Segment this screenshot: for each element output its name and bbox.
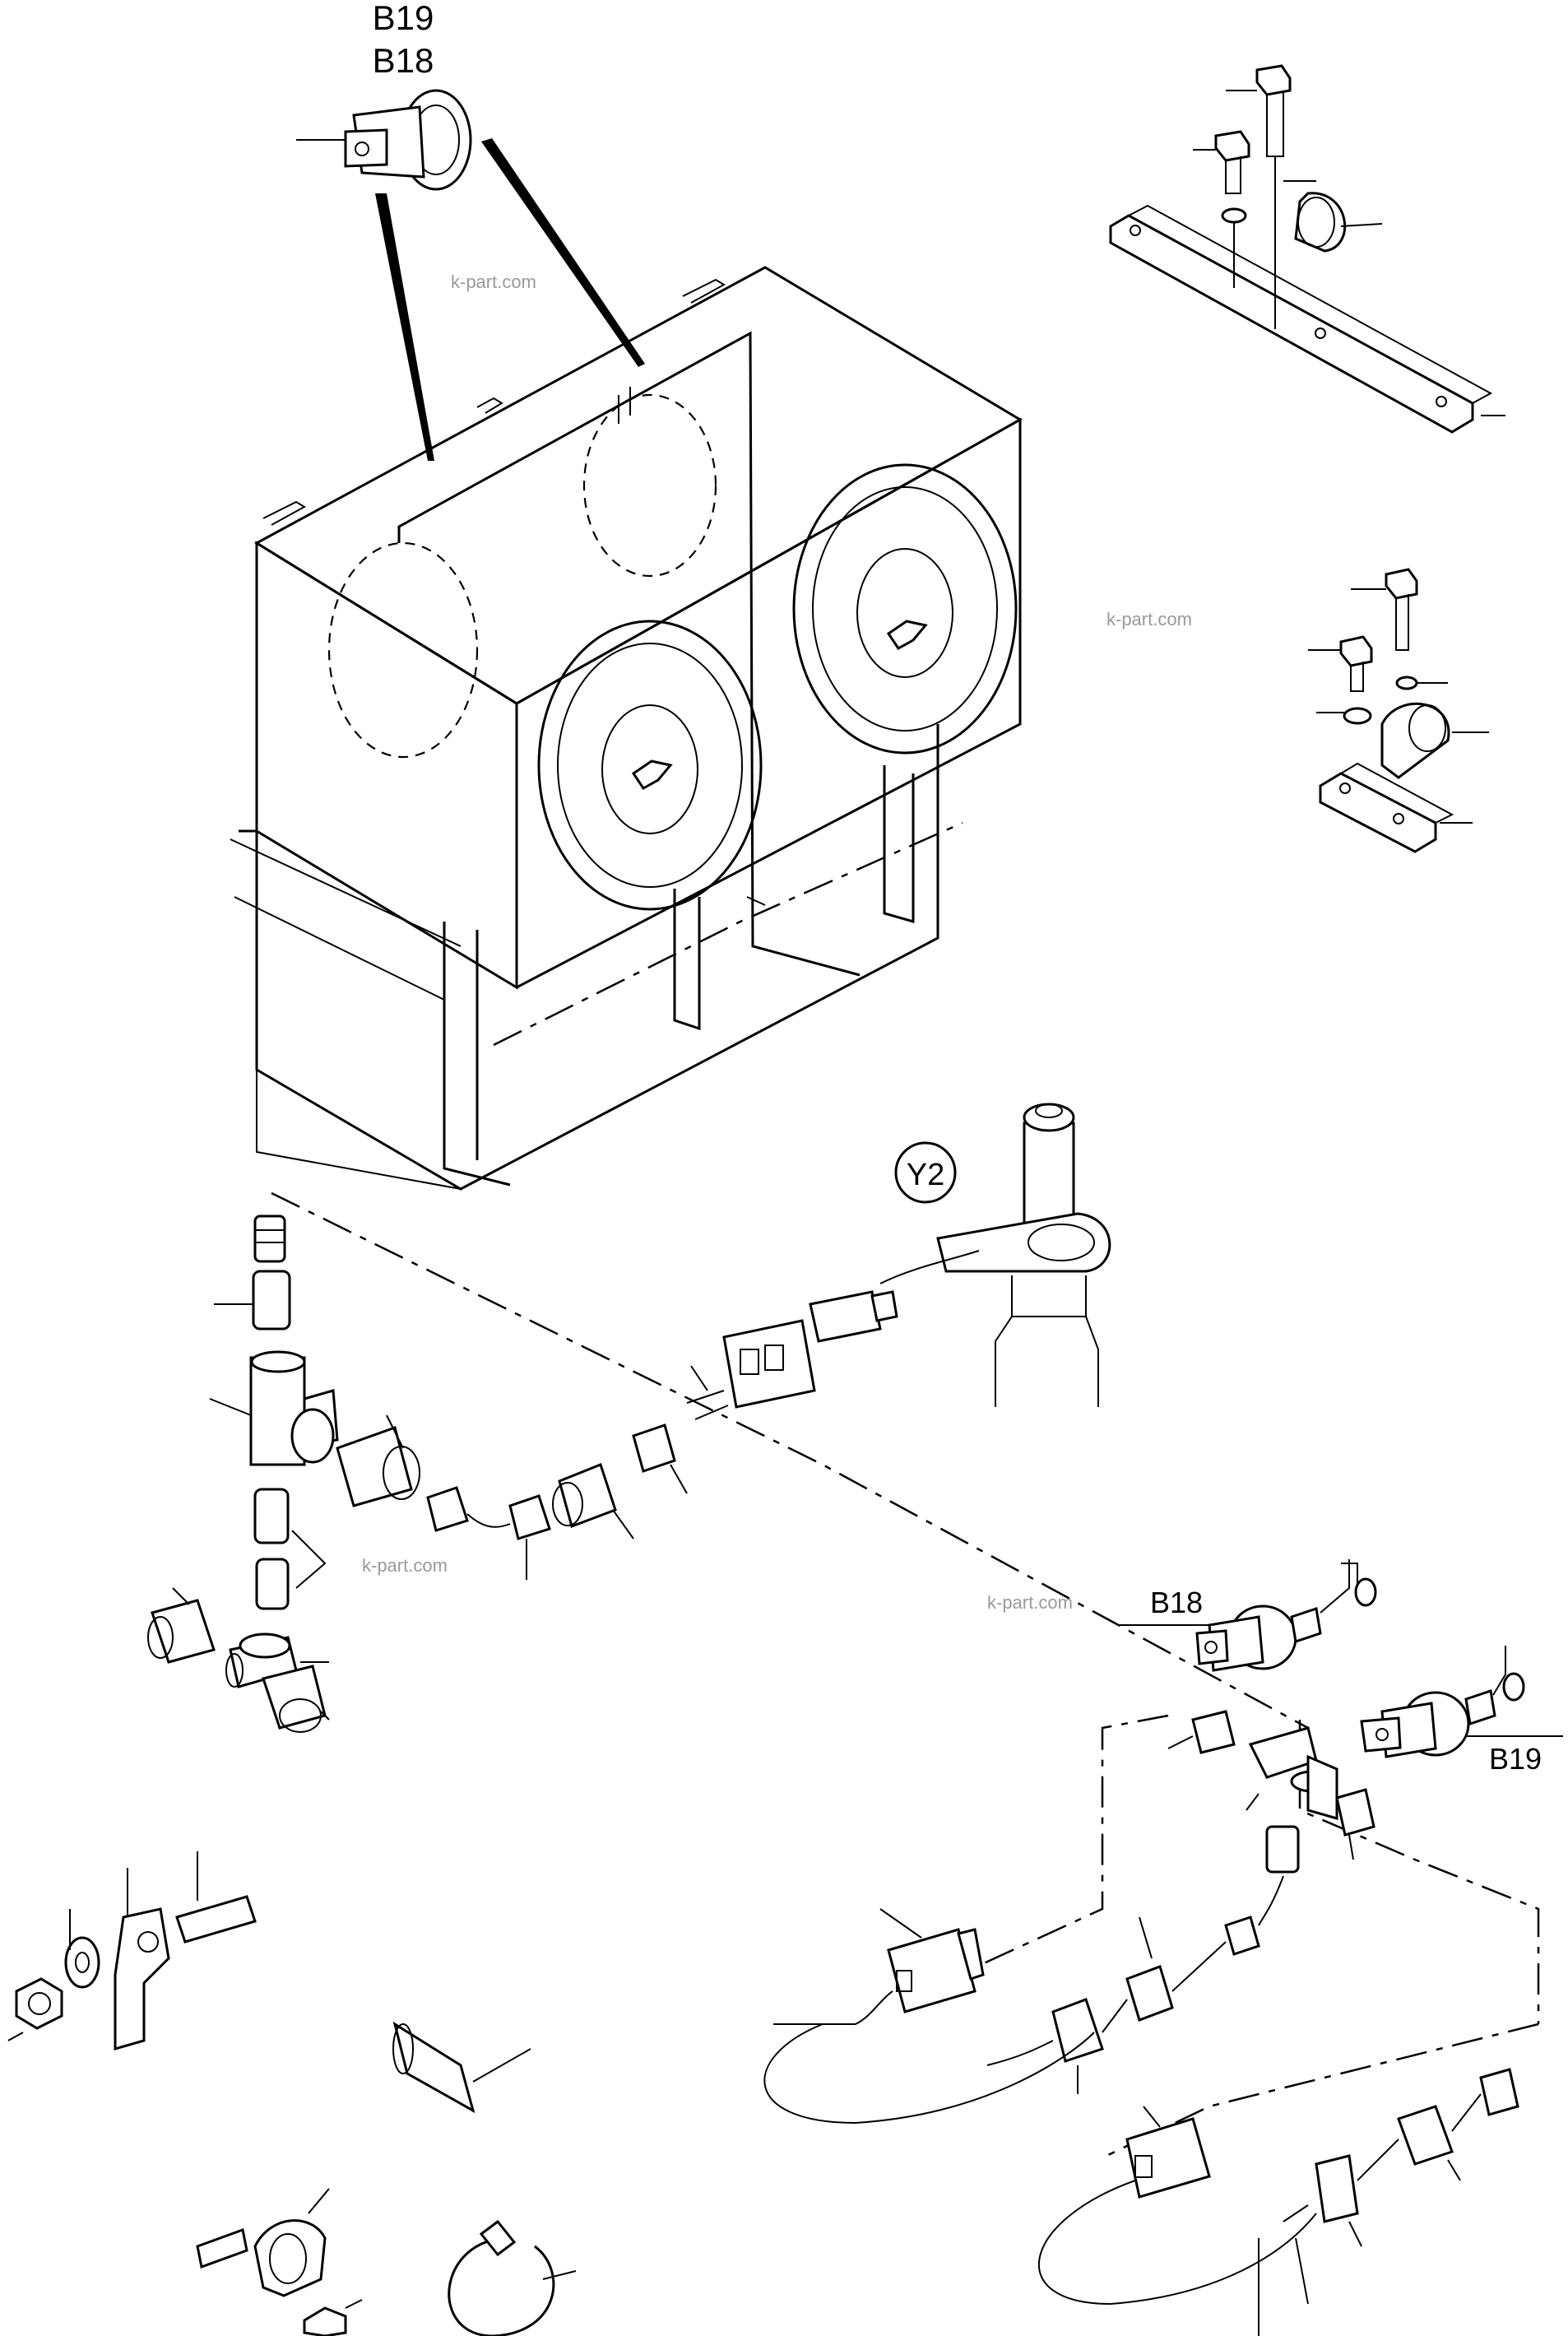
y2-callout-circle (894, 1141, 957, 1204)
pressure-sensor-b19 (1360, 1646, 1525, 1758)
leader-wedge-2 (481, 138, 645, 367)
pneumatic-fittings-left (147, 1191, 1309, 1733)
watermark-1: k-part.com (451, 272, 536, 292)
bracket-assembly-mid-right (1308, 568, 1489, 853)
bracket-assembly-top-right (1109, 64, 1505, 434)
label-b19-top: B19 (373, 0, 434, 37)
label-b18-side: B18 (1150, 1586, 1203, 1619)
pneumatic-fittings-right (763, 1710, 1540, 2336)
watermark-3: k-part.com (362, 1555, 448, 1576)
pressure-sensor-b18 (1195, 1559, 1377, 1672)
heater-box-assembly (230, 266, 1023, 1191)
label-b18-top: B18 (373, 41, 434, 80)
leader-wedge-1 (375, 193, 434, 461)
watermark-4: k-part.com (987, 1592, 1073, 1613)
watermark-2: k-part.com (1106, 609, 1192, 629)
clamp-and-cable-tie (196, 2188, 577, 2336)
label-b19-side: B19 (1489, 1742, 1542, 1776)
solenoid-valve-y2 (686, 1103, 1111, 1420)
label-y2: Y2 (907, 1158, 944, 1192)
hardware-bottom-left (7, 1851, 531, 2114)
sensor-connector-top (296, 89, 472, 191)
